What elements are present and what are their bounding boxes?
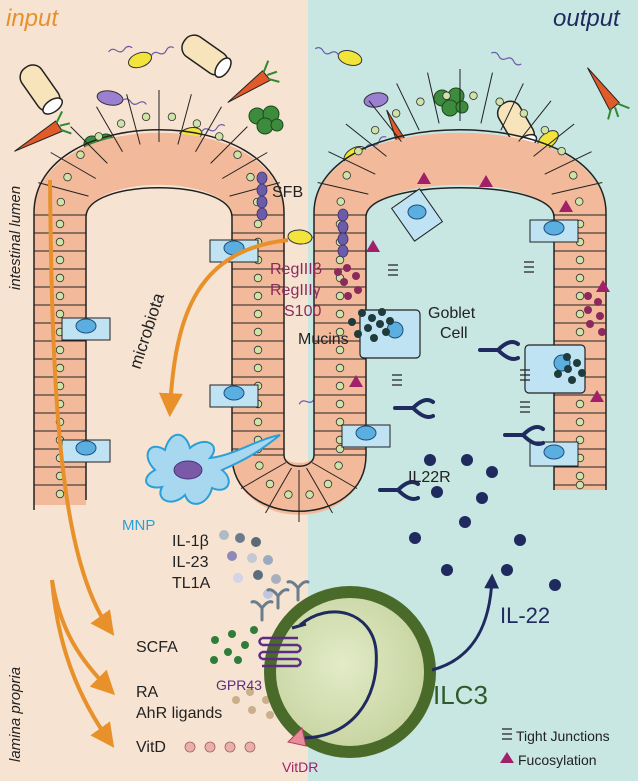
regiiig-label: RegIIIγ (270, 282, 321, 299)
cell-label: Cell (440, 325, 468, 342)
scfa-label: SCFA (136, 639, 178, 656)
mnp-cytokines (219, 530, 281, 599)
goblet-cell (529, 441, 579, 467)
il22-cytokines (409, 454, 561, 591)
antimicrobial-peptides (334, 264, 606, 336)
bread-icon (181, 34, 232, 79)
legend-tight-junctions: Tight Junctions (516, 728, 610, 744)
scfa-molecules (210, 626, 258, 664)
cytokine-receptors (250, 580, 310, 622)
carrot-icon (227, 60, 280, 103)
s100-label: S100 (284, 303, 321, 320)
il22-label: IL-22 (500, 603, 550, 628)
il23-label: IL-23 (172, 554, 209, 571)
bacterium-icon (96, 90, 147, 106)
broccoli-icon (248, 105, 284, 135)
goblet-cell (209, 384, 259, 408)
goblet-cell (209, 239, 259, 263)
goblet-cell (341, 424, 391, 448)
legend: Tight Junctions Fucosylation (500, 728, 610, 768)
input-arrows (48, 179, 116, 748)
gpr43-receptor (258, 636, 302, 668)
intestinal-lumen-label: intestinal lumen (7, 186, 24, 290)
bacterium-icon (108, 45, 133, 53)
fucosylation-marks (349, 172, 610, 402)
ilc3-cell (264, 586, 436, 758)
tight-junctions (388, 261, 534, 413)
gpr43-label: GPR43 (216, 677, 262, 693)
bread-icon (19, 64, 64, 115)
carrot-icon (587, 67, 630, 120)
microbiota-arrow (158, 238, 289, 418)
input-label: input (6, 5, 59, 32)
regiiib-label: RegIIIβ (270, 261, 322, 278)
il1b-label: IL-1β (172, 533, 209, 550)
tight-junction-icon (502, 728, 512, 740)
mucin-clusters (348, 308, 586, 384)
ra-label: RA (136, 684, 159, 701)
sfb-label: SFB (272, 184, 303, 201)
goblet-cell-large (359, 309, 421, 359)
il22r-receptors (378, 340, 545, 501)
mucins-label: Mucins (298, 331, 349, 348)
vitdr-label: VitDR (282, 759, 318, 775)
bacterium-icon (490, 51, 522, 66)
bacterium-icon (363, 92, 389, 108)
legend-fucosylation: Fucosylation (518, 752, 597, 768)
goblet-cell (529, 219, 579, 243)
vitdr-receptor (287, 727, 307, 747)
ilc3-label: ILC3 (433, 680, 488, 710)
ahr-ligands-label: AhR ligands (136, 705, 222, 722)
sfb-filament (256, 171, 349, 258)
mnp-label: MNP (122, 517, 155, 534)
goblet-cell (61, 439, 111, 463)
lamina-propria-label: lamina propria (7, 667, 24, 762)
tl1a-label: TL1A (172, 575, 211, 592)
il22-output-arrow (431, 573, 500, 672)
carrot-icon (14, 111, 72, 152)
vitd-label: VitD (136, 739, 166, 756)
vitd-molecules (184, 741, 256, 753)
goblet-cell (390, 188, 444, 242)
mnp-cell (145, 433, 281, 505)
bacterium-icon (127, 46, 175, 69)
il22r-label: IL22R (408, 469, 451, 486)
goblet-cell-large (524, 344, 586, 394)
goblet-cell (61, 317, 111, 341)
output-label: output (553, 5, 621, 32)
goblet-label: Goblet (428, 305, 476, 322)
bacterium-icon (314, 47, 363, 66)
epithelium (33, 129, 607, 515)
fucosylation-icon (500, 752, 514, 763)
